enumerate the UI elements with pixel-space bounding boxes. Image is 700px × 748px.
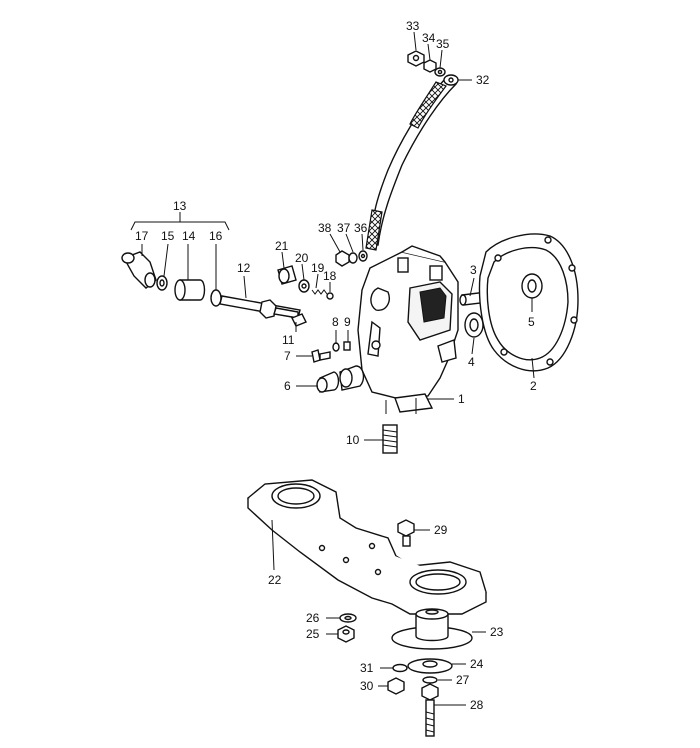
callout-24: 24 [470,657,484,671]
callout-27: 27 [456,673,470,687]
washer-8 [332,342,340,352]
leader-lines [141,31,535,706]
callout-35: 35 [436,37,450,51]
washer-35 [434,67,446,77]
callout-4: 4 [468,355,475,369]
bushing-14 [174,279,206,301]
shaft-12 [219,295,301,319]
callout-12: 12 [237,261,251,275]
stud-10 [382,424,398,454]
callout-36: 36 [354,221,368,235]
callout-32: 32 [476,73,490,87]
bearing-5 [521,273,543,299]
ground-strap [365,74,459,251]
callout-1: 1 [458,392,465,406]
callout-15: 15 [161,229,175,243]
callout-14: 14 [182,229,196,243]
washer-37 [348,252,358,264]
callout-25: 25 [306,627,320,641]
washer-15 [156,275,168,291]
ball-18 [326,292,334,300]
callout-13: 13 [173,199,187,213]
callout-23: 23 [490,625,504,639]
washer-34 [423,59,437,73]
washer-31 [392,663,408,673]
callout-7: 7 [284,349,291,363]
callout-16: 16 [209,229,223,243]
nut-38 [335,250,350,267]
callout-22: 22 [268,573,282,587]
bushing-6 [316,371,340,393]
bolt-7 [311,349,331,363]
callout-37: 37 [337,221,351,235]
rubber-mount-23 [391,608,473,650]
callout-31: 31 [360,661,374,675]
callout-labels: 1 2 3 4 5 6 7 8 9 10 11 12 13 14 15 16 1… [135,19,537,712]
bolt-28 [421,683,439,737]
gasket-cover-2 [478,233,579,372]
bolt-29 [397,519,415,547]
washer-20 [298,279,310,293]
callout-3: 3 [470,263,477,277]
callout-21: 21 [275,239,289,253]
plate-24 [407,658,453,674]
gear-housing [357,245,459,414]
pin-9 [343,341,351,351]
callout-18: 18 [323,269,337,283]
callout-11: 11 [282,333,295,347]
callout-19: 19 [311,261,325,275]
washer-26 [339,613,357,623]
washer-36 [358,250,368,262]
callout-28: 28 [470,698,484,712]
callout-34: 34 [422,31,436,45]
nut-21 [277,265,297,285]
callout-6: 6 [284,379,291,393]
callout-5: 5 [528,315,535,329]
callout-29: 29 [434,523,448,537]
nut-33 [407,50,425,67]
callout-17: 17 [135,229,149,243]
fitting-17 [121,251,157,289]
nut-25 [337,625,355,643]
callout-30: 30 [360,679,374,693]
housing-bore-6 [339,365,365,391]
callout-2: 2 [530,379,537,393]
spring-19 [311,289,328,295]
washer-27 [422,676,438,684]
nut-30 [387,677,405,695]
callout-26: 26 [306,611,320,625]
ring-16 [210,289,222,307]
callout-9: 9 [344,315,351,329]
callout-38: 38 [318,221,332,235]
callout-10: 10 [346,433,360,447]
callout-8: 8 [332,315,339,329]
seal-4 [464,312,484,338]
callout-20: 20 [295,251,309,265]
callout-33: 33 [406,19,420,33]
crossmember-22 [246,479,487,615]
